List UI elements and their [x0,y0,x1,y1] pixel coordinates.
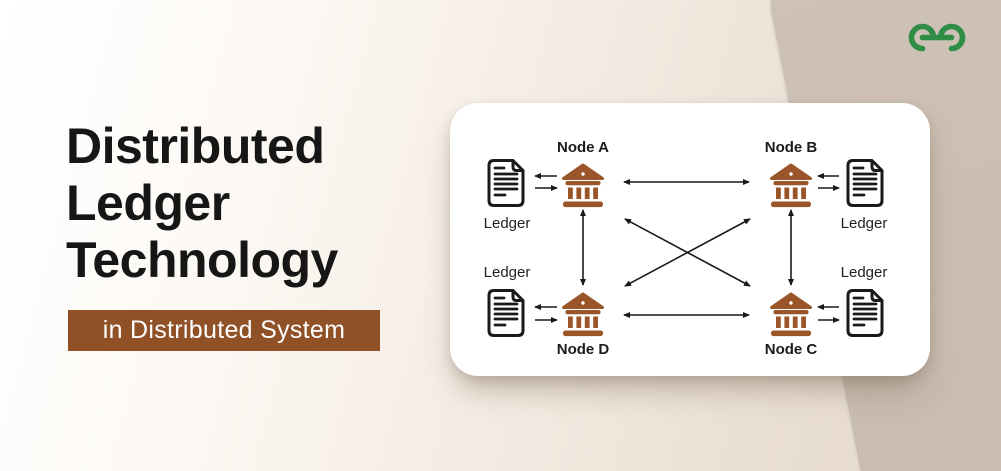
node-d-bank-icon [562,292,604,337]
subtitle-badge: in Distributed System [68,310,380,351]
node-c-bank-icon [770,292,812,337]
page-title-line-1: Distributed [66,118,325,174]
node-d-ledger-icon [487,289,525,337]
page-title: Distributed Ledger Technology [66,118,338,289]
node-b-bank-icon [770,163,812,208]
node-d-label: Node D [556,341,610,358]
node-b-ledger-label: Ledger [840,215,888,232]
page-title-line-3: Technology [66,232,338,288]
node-b-label: Node B [764,139,818,156]
arrow-node-d-node-b [624,218,751,287]
page-title-line-2: Ledger [66,175,230,231]
network-arrows-layer [534,173,840,323]
node-c-ledger-label: Ledger [840,264,888,281]
node-d-ledger-label: Ledger [483,264,531,281]
node-a-ledger-label: Ledger [483,215,531,232]
node-b-ledger-icon [846,159,884,207]
node-a-label: Node A [557,139,609,156]
node-a-ledger-icon [487,159,525,207]
node-c-ledger-icon [846,289,884,337]
geeksforgeeks-logo-icon [908,23,966,52]
node-c-label: Node C [764,341,818,358]
node-a-bank-icon [562,163,604,208]
diagram-card: Node A Node B Node C Node D Ledger Ledge… [450,103,930,376]
